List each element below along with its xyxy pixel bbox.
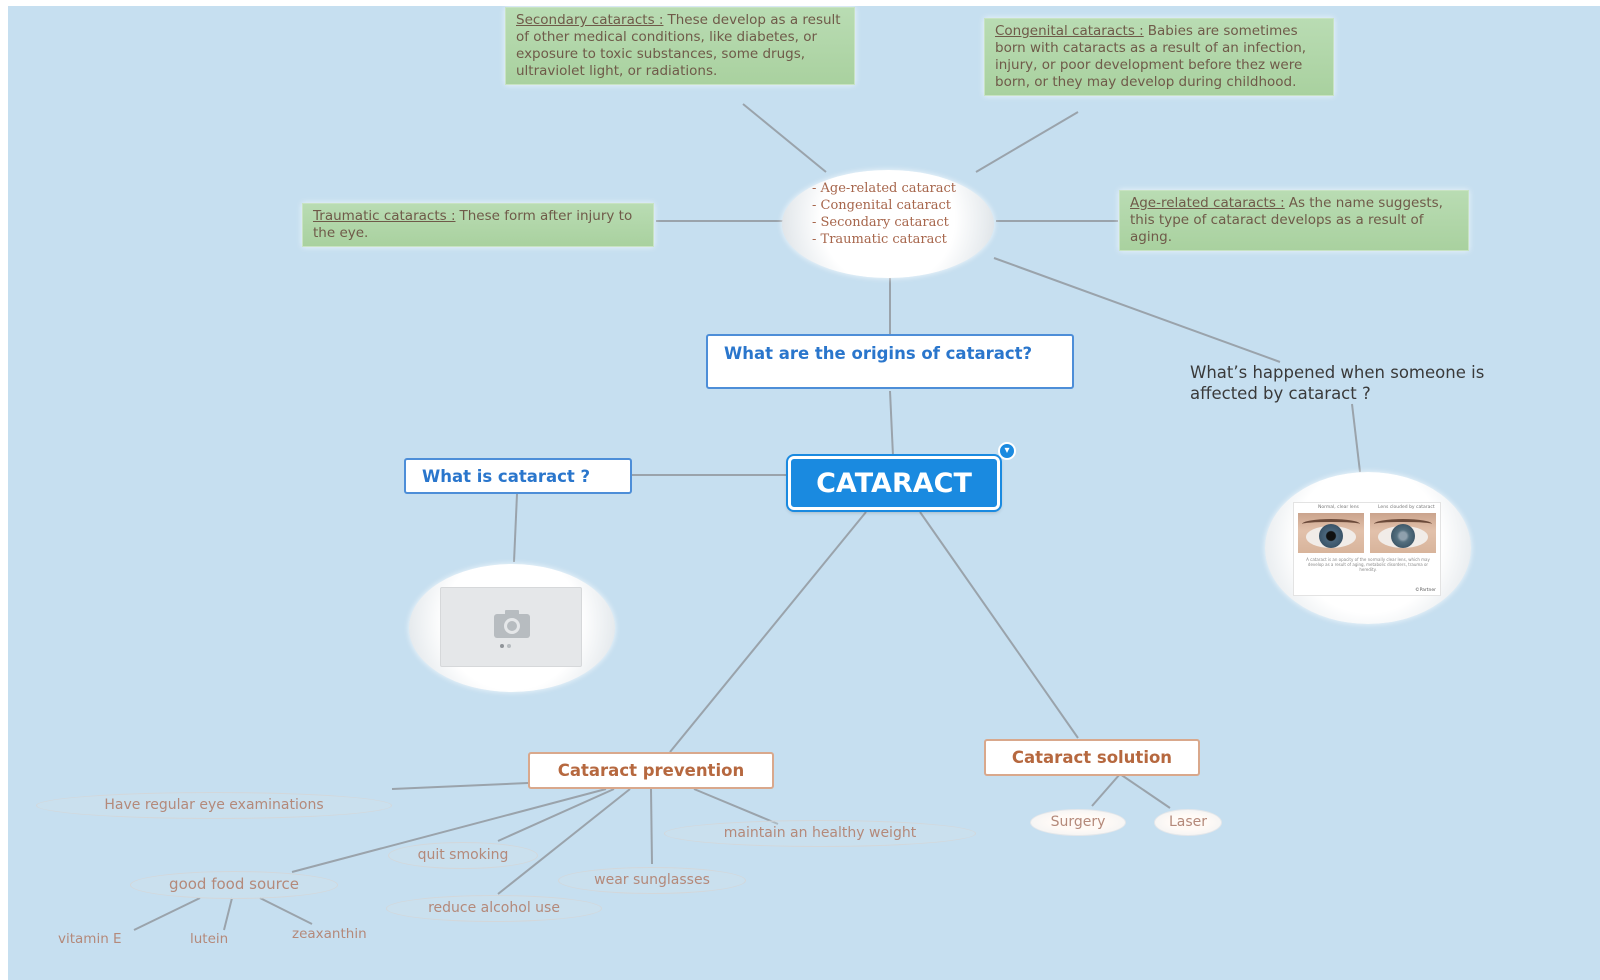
- connector-line: [513, 493, 518, 563]
- connector-line: [291, 788, 607, 873]
- image-placeholder: [440, 587, 582, 667]
- connector-line: [1351, 403, 1361, 473]
- connector-line: [1119, 773, 1171, 809]
- note-text: Babies are sometimes born with cataracts…: [995, 23, 1307, 90]
- cataract-type: - Age-related cataract: [812, 181, 956, 196]
- prevention-item-alcohol[interactable]: reduce alcohol use: [386, 895, 602, 922]
- connector-lines: [133, 103, 1361, 931]
- note-age-related-cataracts: Age-related cataracts :As the name sugge…: [1119, 190, 1469, 251]
- connector-line: [497, 788, 615, 842]
- prevention-item-food[interactable]: good food source: [130, 871, 338, 899]
- cataract-type: - Congenital cataract: [812, 198, 951, 213]
- connector-line: [133, 897, 201, 931]
- normal-eye-photo: [1298, 513, 1364, 553]
- connector-line: [975, 111, 1079, 173]
- prevention-item-sunglasses[interactable]: wear sunglasses: [558, 867, 746, 894]
- note-lead: Traumatic cataracts :: [313, 208, 456, 224]
- connector-line: [919, 511, 1079, 739]
- connector-line: [993, 257, 1281, 363]
- image-caption-left: Normal, clear lens: [1318, 505, 1359, 510]
- note-lead: Secondary cataracts :: [516, 12, 664, 28]
- mind-map-canvas[interactable]: Secondary cataracts :These develop as a …: [8, 6, 1600, 980]
- cataract-type: - Secondary cataract: [812, 215, 949, 230]
- what-is-cataract-node[interactable]: What is cataract ?: [404, 458, 632, 494]
- note-secondary-cataracts: Secondary cataracts :These develop as a …: [505, 7, 855, 85]
- camera-icon: [494, 610, 530, 638]
- connector-line: [259, 897, 313, 925]
- cataract-types-bubble[interactable]: - Age-related cataract - Congenital cata…: [782, 170, 994, 278]
- eye-comparison-image: Normal, clear lens Lens clouded by catar…: [1293, 502, 1441, 596]
- food-item-vitamin-e[interactable]: vitamin E: [58, 931, 122, 947]
- food-item-lutein[interactable]: lutein: [190, 931, 229, 947]
- cataract-type: - Traumatic cataract: [812, 232, 947, 247]
- note-text: These form after injury to the eye.: [313, 208, 633, 241]
- image-description: A cataract is an opacity of the normally…: [1306, 557, 1430, 572]
- connector-line: [889, 390, 894, 457]
- image-caption-right: Lens clouded by cataract: [1378, 505, 1435, 510]
- central-topic[interactable]: CATARACT: [788, 456, 1000, 510]
- prevention-node[interactable]: Cataract prevention: [528, 752, 774, 789]
- cataract-eye-photo: [1370, 513, 1436, 553]
- note-traumatic-cataracts: Traumatic cataracts :These form after in…: [302, 203, 654, 247]
- image-placeholder-bubble[interactable]: [409, 564, 615, 692]
- note-text: As the name suggests, this type of catar…: [1130, 195, 1443, 245]
- connector-line: [497, 788, 631, 895]
- cataract-types-list: - Age-related cataract - Congenital cata…: [812, 180, 956, 248]
- pager-dots: [500, 644, 520, 648]
- solution-node[interactable]: Cataract solution: [984, 739, 1200, 776]
- connector-line: [669, 511, 867, 753]
- connector-line: [650, 788, 653, 865]
- note-lead: Congenital cataracts :: [995, 23, 1144, 39]
- solution-item-laser[interactable]: Laser: [1154, 809, 1222, 836]
- connector-line: [693, 788, 779, 825]
- food-item-zeaxanthin[interactable]: zeaxanthin: [292, 926, 367, 942]
- prevention-item-exams[interactable]: Have regular eye examinations: [36, 792, 392, 819]
- connector-line: [223, 897, 233, 931]
- connector-line: [742, 103, 827, 173]
- prevention-item-smoking[interactable]: quit smoking: [388, 842, 538, 869]
- origins-question-node[interactable]: What are the origins of cataract?: [706, 334, 1074, 389]
- note-lead: Age-related cataracts :: [1130, 195, 1285, 211]
- connector-line: [391, 782, 529, 790]
- what-happened-node[interactable]: What’s happened when someone is affected…: [1190, 363, 1485, 403]
- chevron-down-icon[interactable]: ▾: [998, 442, 1016, 460]
- note-text: These develop as a result of other medic…: [516, 12, 841, 79]
- connector-line: [1091, 773, 1121, 807]
- image-signature: ©Partner: [1415, 588, 1436, 593]
- note-congenital-cataracts: Congenital cataracts :Babies are sometim…: [984, 18, 1334, 96]
- prevention-item-weight[interactable]: maintain an healthy weight: [664, 820, 976, 847]
- solution-item-surgery[interactable]: Surgery: [1030, 809, 1126, 836]
- eye-image-bubble[interactable]: Normal, clear lens Lens clouded by catar…: [1265, 472, 1471, 624]
